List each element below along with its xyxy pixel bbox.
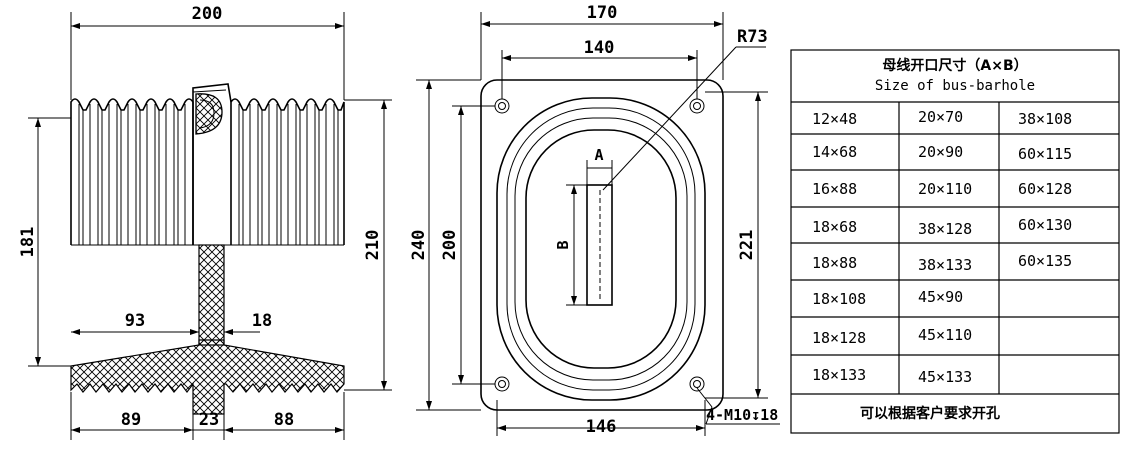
table-row: 14×68 20×90 60×115 bbox=[812, 143, 1072, 163]
table-row: 18×88 38×133 60×135 bbox=[812, 252, 1072, 274]
side-height-inner-dim: 181 bbox=[18, 227, 38, 258]
svg-text:38×128: 38×128 bbox=[918, 220, 972, 238]
front-width-inner-dim: 140 bbox=[584, 38, 615, 58]
svg-text:16×88: 16×88 bbox=[812, 180, 857, 198]
svg-text:12×48: 12×48 bbox=[812, 110, 857, 128]
svg-text:20×110: 20×110 bbox=[918, 180, 972, 198]
svg-text:45×90: 45×90 bbox=[918, 288, 963, 306]
svg-text:38×133: 38×133 bbox=[918, 256, 972, 274]
busbar-slot bbox=[586, 184, 613, 306]
front-bottom-width-dim: 146 bbox=[586, 417, 617, 437]
front-height-right-dim: 221 bbox=[737, 230, 757, 261]
svg-text:20×70: 20×70 bbox=[918, 108, 963, 126]
svg-text:60×115: 60×115 bbox=[1018, 145, 1072, 163]
table-row: 18×68 38×128 60×130 bbox=[812, 216, 1072, 238]
svg-text:18×68: 18×68 bbox=[812, 218, 857, 236]
slot-b-label: B bbox=[554, 240, 572, 249]
svg-text:38×108: 38×108 bbox=[1018, 110, 1072, 128]
side-view: 200 bbox=[18, 4, 392, 440]
table-row: 18×133 45×133 bbox=[812, 366, 972, 386]
table-row: 18×128 45×110 bbox=[812, 326, 972, 347]
busbar-size-table: 母线开口尺寸（A×B） Size of bus-barhole 12×48 20… bbox=[790, 49, 1120, 434]
side-height-outer-dim: 210 bbox=[363, 230, 383, 261]
front-height-outer-dim: 240 bbox=[409, 230, 429, 261]
svg-text:14×68: 14×68 bbox=[812, 143, 857, 161]
center-web bbox=[198, 244, 225, 346]
left-span-dim: 93 bbox=[125, 311, 145, 331]
section-notch bbox=[192, 83, 232, 245]
inner-ring bbox=[525, 129, 677, 369]
table-footer: 可以根据客户要求开孔 bbox=[860, 405, 1000, 422]
flange-plate bbox=[480, 79, 724, 411]
svg-text:18×128: 18×128 bbox=[812, 329, 866, 347]
front-width-outer-dim: 170 bbox=[587, 3, 618, 23]
lower-sheds bbox=[70, 339, 345, 415]
corrugated-shell bbox=[70, 98, 194, 245]
svg-text:45×110: 45×110 bbox=[918, 326, 972, 344]
svg-text:60×130: 60×130 bbox=[1018, 216, 1072, 234]
web-thickness-dim: 18 bbox=[252, 311, 272, 331]
bottom-left-dim: 89 bbox=[121, 410, 141, 430]
front-view: A B 170 140 R73 240 200 221 bbox=[409, 3, 780, 437]
svg-text:60×128: 60×128 bbox=[1018, 180, 1072, 198]
svg-text:45×133: 45×133 bbox=[918, 368, 972, 386]
table-row: 18×108 45×90 bbox=[812, 288, 963, 308]
outer-ring bbox=[496, 97, 706, 401]
side-width-dim: 200 bbox=[192, 4, 223, 24]
front-height-inner-dim: 200 bbox=[440, 230, 460, 261]
table-row: 12×48 20×70 38×108 bbox=[812, 108, 1072, 128]
svg-text:18×108: 18×108 bbox=[812, 290, 866, 308]
table-title-cn: 母线开口尺寸（A×B） bbox=[882, 57, 1027, 74]
slot-a-label: A bbox=[594, 146, 603, 164]
radius-label: R73 bbox=[737, 27, 768, 47]
bottom-right-dim: 88 bbox=[274, 410, 294, 430]
bolt-spec-label: 4-M10↧18 bbox=[706, 406, 778, 424]
table-row: 16×88 20×110 60×128 bbox=[812, 180, 1072, 198]
svg-text:60×135: 60×135 bbox=[1018, 252, 1072, 270]
table-title-en: Size of bus-barhole bbox=[875, 78, 1035, 94]
svg-text:18×88: 18×88 bbox=[812, 254, 857, 272]
bottom-mid-dim: 23 bbox=[199, 410, 219, 430]
svg-text:18×133: 18×133 bbox=[812, 366, 866, 384]
svg-text:20×90: 20×90 bbox=[918, 143, 963, 161]
